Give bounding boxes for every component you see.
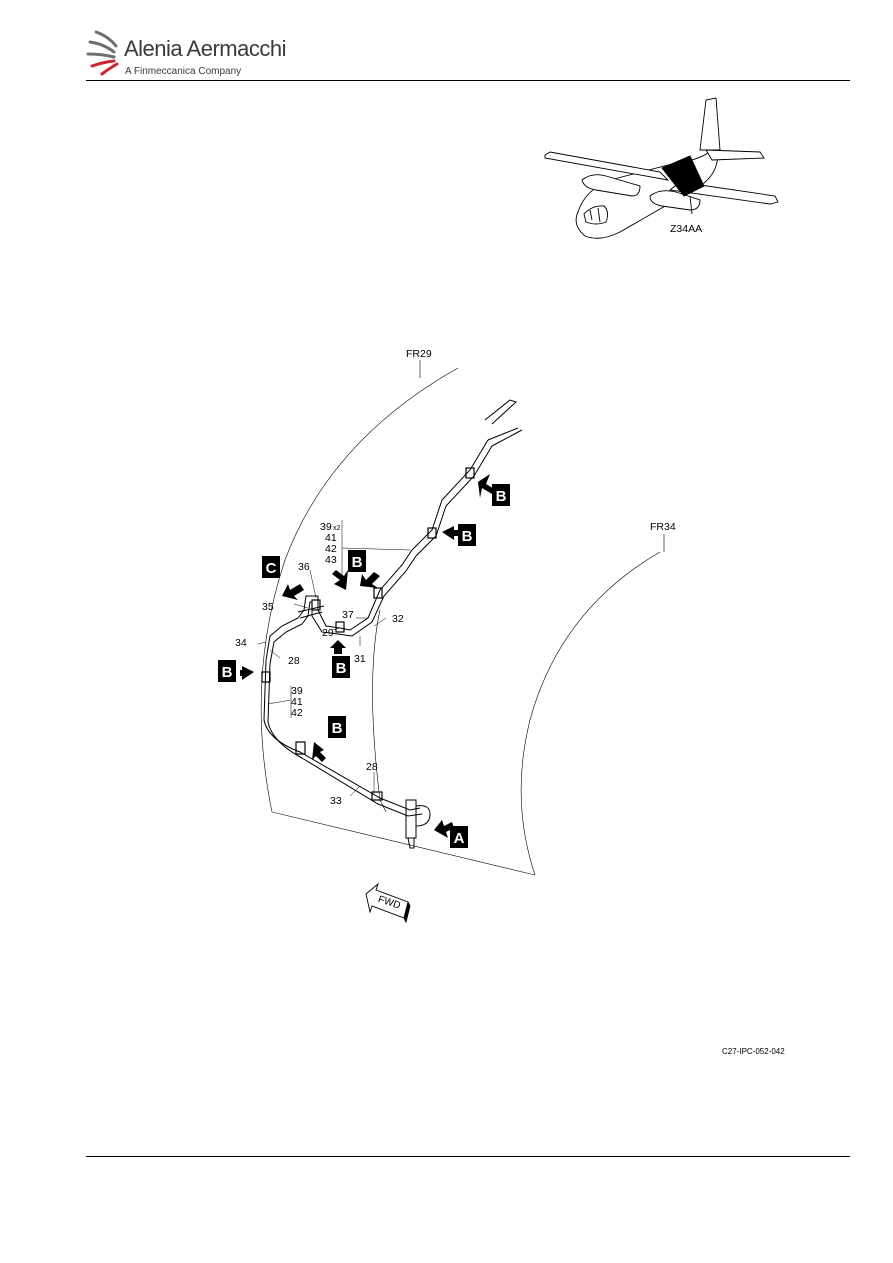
brand-name: Alenia Aermacchi (124, 36, 286, 61)
clamp (335, 621, 345, 633)
arrow-icon (442, 526, 466, 540)
view-label-a: A (454, 830, 465, 847)
arrow-icon (360, 572, 380, 588)
arrow-icon (434, 820, 454, 838)
clamp (261, 671, 271, 683)
callout-37: 37 (342, 609, 354, 621)
callout-32: 32 (392, 613, 404, 625)
view-arrows (240, 474, 496, 838)
brand-tagline: A Finmeccanica Company (125, 66, 242, 77)
header-rule (86, 80, 850, 81)
callout-41: 41 (325, 532, 337, 544)
callout-x2: x2 (333, 525, 341, 532)
arrow-icon (330, 640, 346, 654)
footer-rule (86, 1156, 850, 1157)
callout-35: 35 (262, 601, 274, 613)
logo-mark-icon (86, 30, 119, 76)
arrow-icon (478, 474, 496, 498)
callout-33: 33 (330, 795, 342, 807)
callout-42: 42 (291, 707, 303, 719)
callout-31: 31 (354, 653, 366, 665)
callout-36: 36 (298, 561, 310, 573)
arrow-icon (332, 570, 348, 590)
callout-41: 41 (291, 696, 303, 708)
clamp (465, 467, 475, 479)
tube-run (263, 399, 523, 849)
view-label-b: B (222, 664, 233, 681)
callout-34: 34 (235, 637, 247, 649)
zone-label: Z34AA (670, 223, 702, 235)
clamp (295, 741, 306, 755)
leader-lines (257, 520, 411, 797)
view-labels: B B B C B B B A (218, 484, 510, 848)
callout-29: 29 (322, 627, 334, 639)
view-label-b: B (352, 554, 363, 571)
frame-label-fr34: FR34 (650, 521, 676, 533)
frame-label-fr29: FR29 (406, 348, 432, 360)
clamp (311, 599, 321, 611)
view-label-c: C (266, 560, 277, 577)
view-label-b: B (462, 528, 473, 545)
callout-39: 39 (291, 685, 303, 697)
callout-42: 42 (325, 543, 337, 555)
arrow-icon (240, 666, 254, 680)
callout-43: 43 (325, 554, 337, 566)
callout-28: 28 (366, 761, 378, 773)
view-label-b: B (332, 720, 343, 737)
callout-39-x2: 39 (320, 521, 332, 533)
frame-outlines (260, 360, 665, 876)
company-logo (86, 30, 119, 76)
clamp (427, 527, 437, 539)
arrow-icon (312, 742, 326, 762)
arrow-icon (282, 584, 304, 600)
aircraft-locator (544, 97, 779, 239)
tube-clamps (261, 467, 475, 801)
figure-reference: C27-IPC-052-042 (722, 1047, 785, 1056)
clamp (371, 791, 383, 801)
fwd-arrow-icon (365, 882, 411, 924)
callout-28: 28 (288, 655, 300, 667)
view-label-b: B (336, 660, 347, 677)
view-label-b: B (496, 488, 507, 505)
